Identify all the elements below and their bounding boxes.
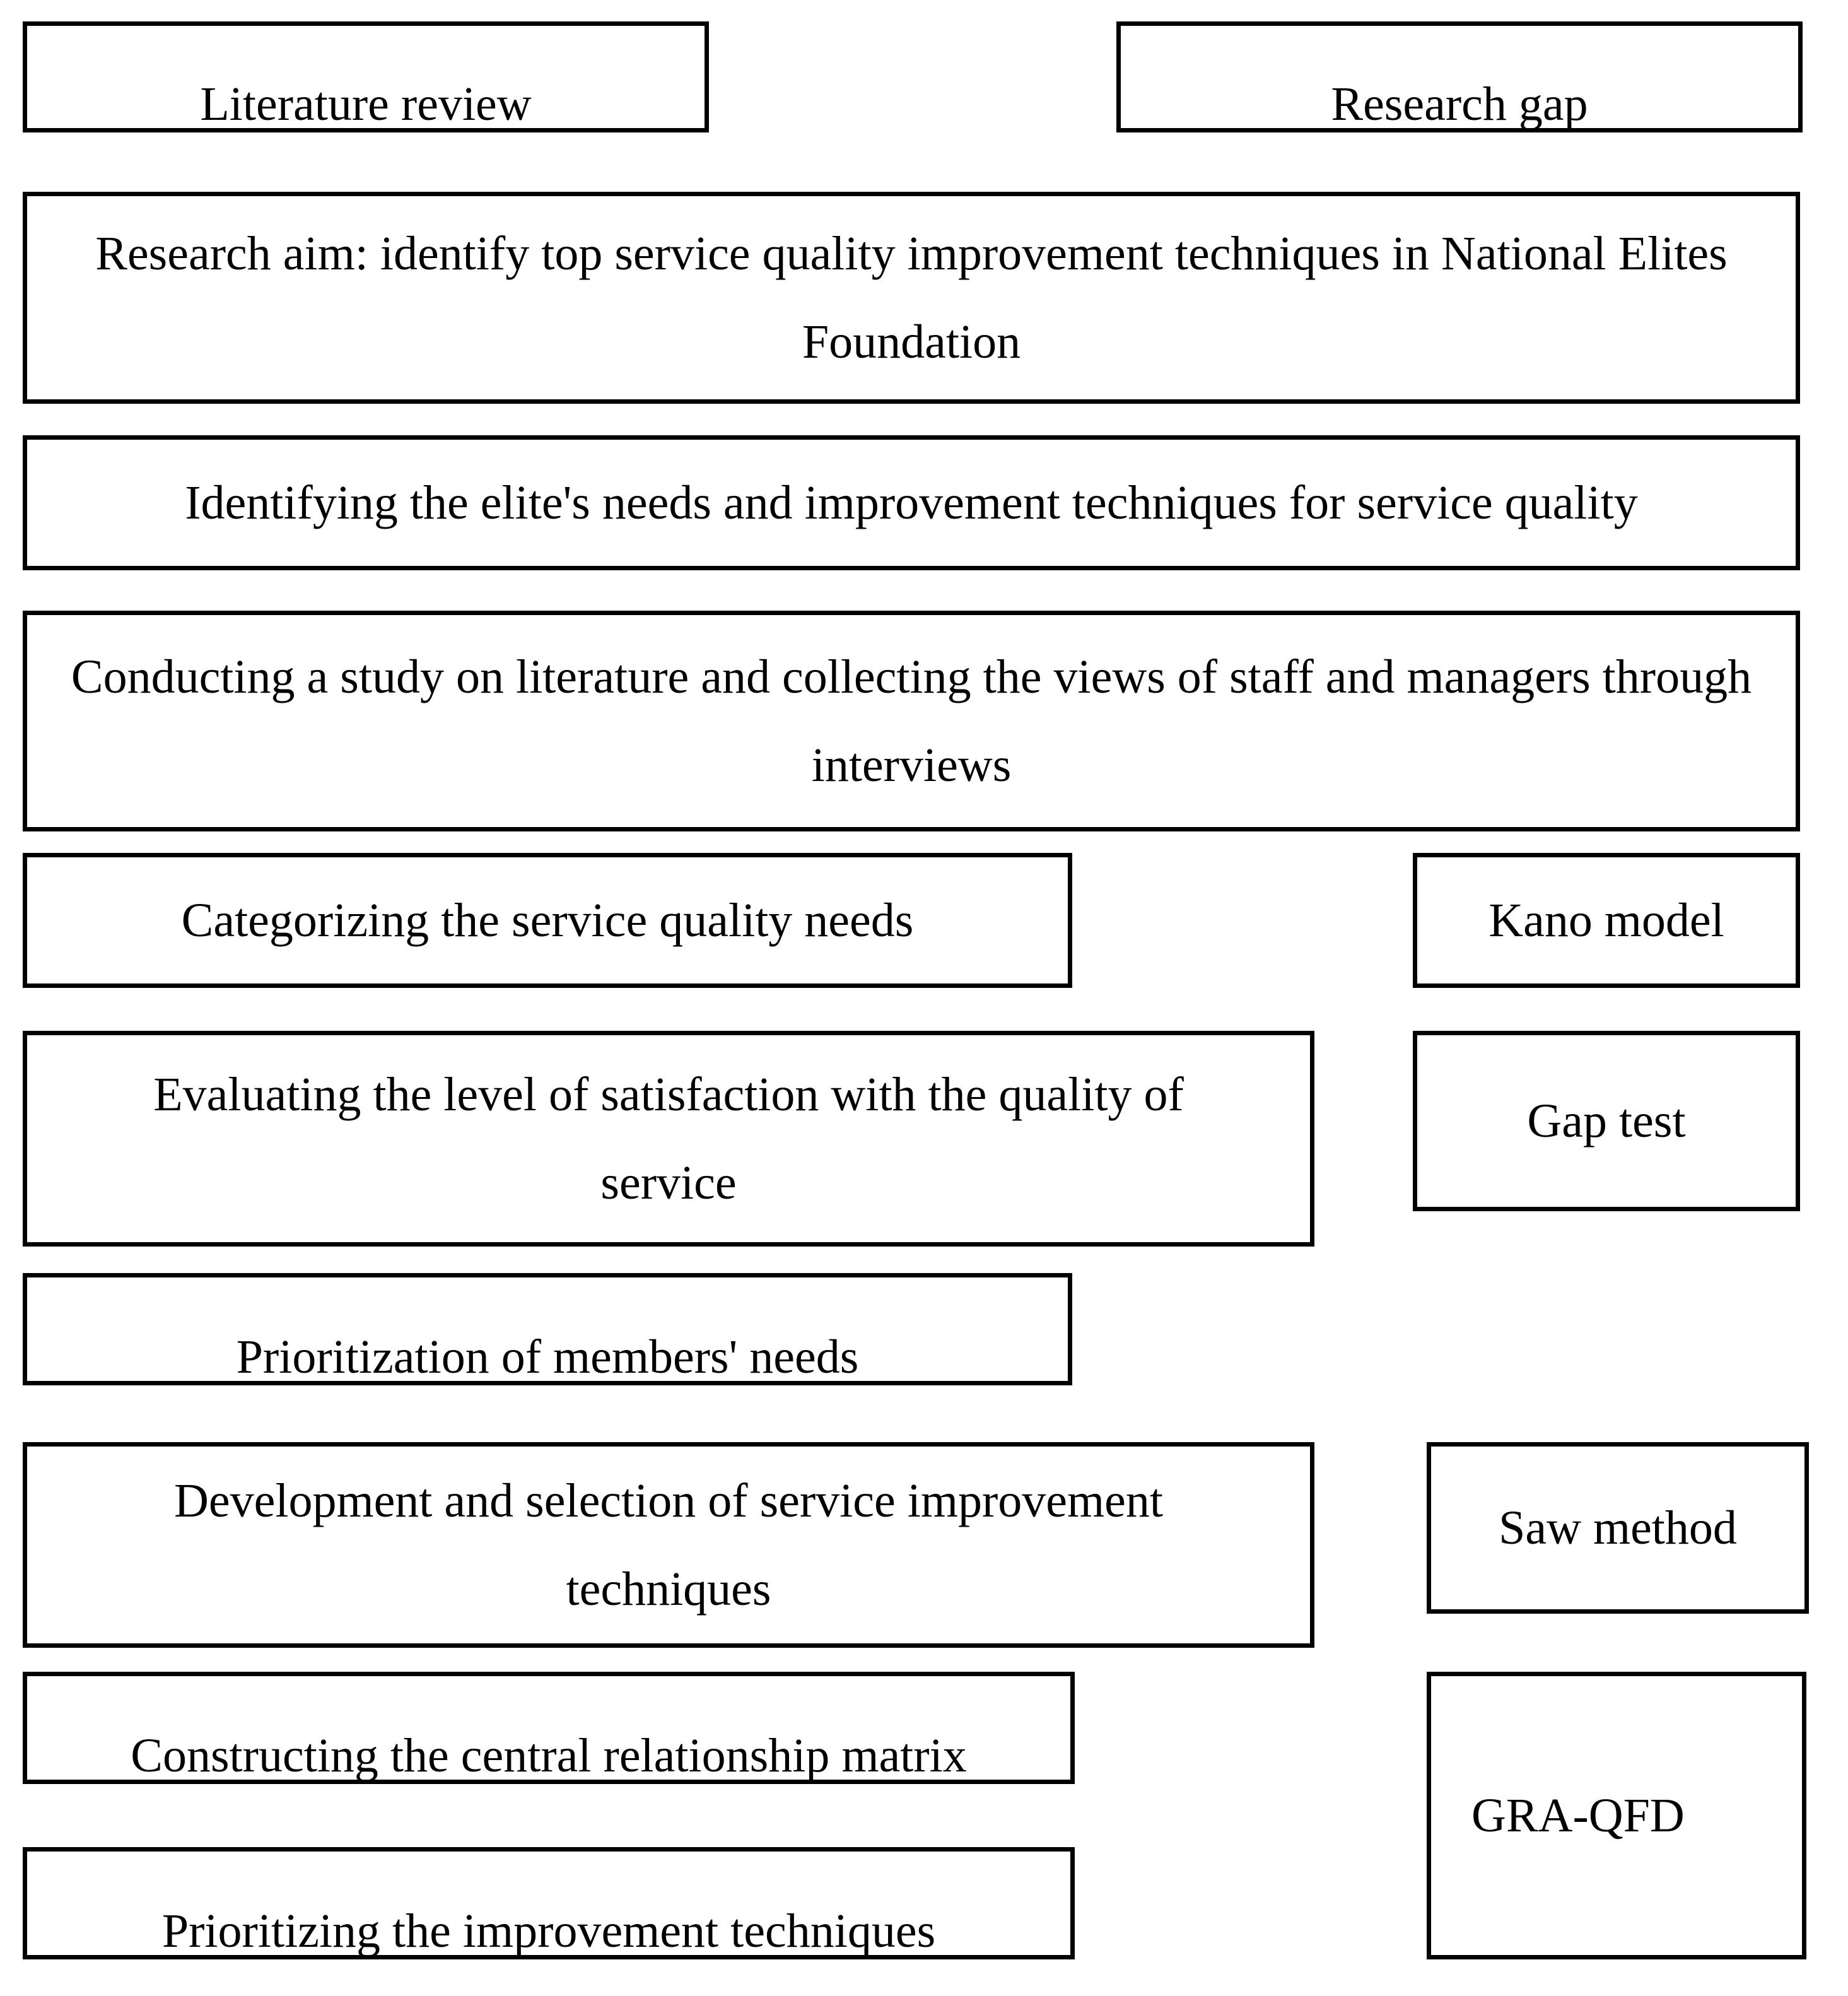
evaluating-satisfaction-label: Evaluating the level of satisfaction wit… bbox=[153, 1068, 1184, 1209]
prioritizing-techniques-label: Prioritizing the improvement techniques bbox=[161, 1905, 936, 1958]
research-aim-label: Research aim: identify top service quali… bbox=[95, 227, 1728, 368]
development-selection-box: Development and selection of service imp… bbox=[23, 1442, 1314, 1648]
categorizing-needs-label: Categorizing the service quality needs bbox=[181, 894, 914, 947]
research-gap-box: Research gap bbox=[1116, 21, 1803, 132]
prioritizing-techniques-box: Prioritizing the improvement techniques bbox=[23, 1847, 1075, 1959]
gra-qfd-box: GRA-QFD bbox=[1427, 1672, 1806, 1959]
development-selection-label: Development and selection of service imp… bbox=[173, 1474, 1164, 1616]
prioritization-needs-label: Prioritization of members' needs bbox=[236, 1330, 859, 1383]
gra-qfd-label: GRA-QFD bbox=[1471, 1789, 1685, 1842]
identifying-needs-box: Identifying the elite's needs and improv… bbox=[23, 435, 1800, 570]
gap-test-label: Gap test bbox=[1527, 1095, 1686, 1148]
literature-review-label: Literature review bbox=[200, 78, 532, 131]
literature-review-box: Literature review bbox=[23, 21, 709, 132]
conducting-study-box: Conducting a study on literature and col… bbox=[23, 611, 1800, 831]
kano-model-label: Kano model bbox=[1488, 894, 1724, 947]
identifying-needs-label: Identifying the elite's needs and improv… bbox=[185, 476, 1638, 529]
research-gap-label: Research gap bbox=[1331, 78, 1588, 131]
research-aim-box: Research aim: identify top service quali… bbox=[23, 192, 1800, 404]
evaluating-satisfaction-box: Evaluating the level of satisfaction wit… bbox=[23, 1031, 1314, 1247]
kano-model-box: Kano model bbox=[1413, 853, 1800, 988]
categorizing-needs-box: Categorizing the service quality needs bbox=[23, 853, 1072, 988]
constructing-matrix-box: Constructing the central relationship ma… bbox=[23, 1672, 1075, 1784]
constructing-matrix-label: Constructing the central relationship ma… bbox=[131, 1729, 967, 1782]
gap-test-box: Gap test bbox=[1413, 1031, 1800, 1211]
prioritization-needs-box: Prioritization of members' needs bbox=[23, 1273, 1072, 1385]
saw-method-box: Saw method bbox=[1427, 1442, 1809, 1614]
saw-method-label: Saw method bbox=[1499, 1501, 1737, 1554]
conducting-study-label: Conducting a study on literature and col… bbox=[71, 650, 1752, 792]
